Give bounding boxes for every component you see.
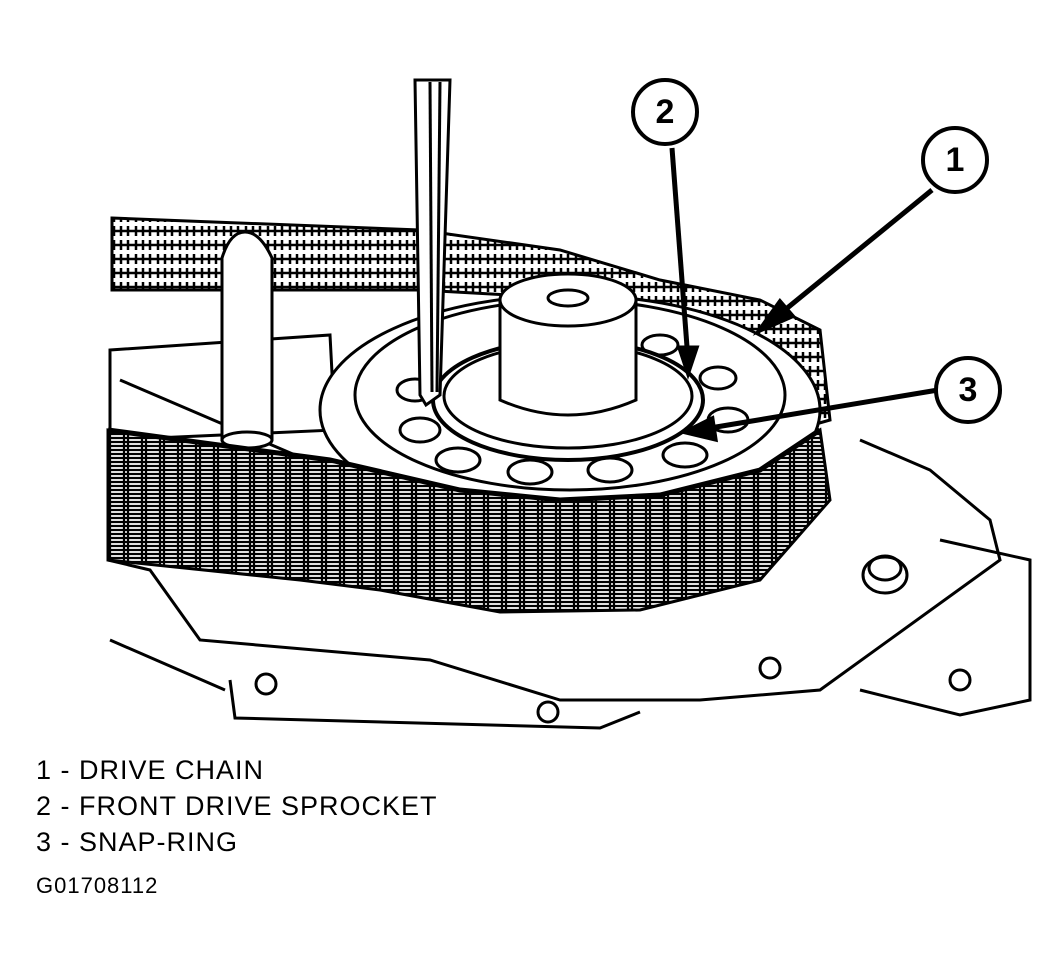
legend-item-snap-ring: 3 - SNAP-RING (36, 827, 239, 857)
callout-1-label: 1 (946, 141, 965, 179)
chain-upper-segment (110, 216, 832, 442)
legend: 1 - DRIVE CHAIN 2 - FRONT DRIVE SPROCKET… (36, 752, 736, 860)
callout-3-label: 3 (959, 371, 978, 409)
legend-item-drive-chain: 1 - DRIVE CHAIN (36, 755, 265, 785)
callout-1: 1 (921, 126, 989, 194)
drive-chain (106, 427, 832, 614)
figure-id: G01708112 (36, 873, 159, 898)
guide-pin (220, 230, 274, 450)
pick-tool (413, 78, 452, 408)
callout-leaders (669, 147, 939, 443)
callout-2-label: 2 (656, 93, 675, 131)
diagram-illustration: 2 1 3 (106, 78, 1032, 730)
callout-2: 2 (631, 78, 699, 146)
callout-3: 3 (934, 356, 1002, 424)
legend-item-front-drive-sprocket: 2 - FRONT DRIVE SPROCKET (36, 791, 438, 821)
